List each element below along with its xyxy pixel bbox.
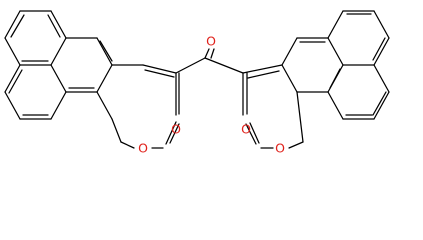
bond-42 [281,64,298,93]
ketone-oxygen-label: O [206,34,216,49]
bond-29 [210,48,215,59]
bond-23 [142,64,177,74]
bond-31 [165,121,177,145]
bond-30 [204,57,244,74]
bond-6 [10,14,25,38]
left-ring-oxygen-label: O [138,141,148,156]
chemical-structure: O O O O O [4,10,390,156]
bond-36 [96,91,113,120]
bond-35 [111,118,122,143]
bond-44 [327,37,344,66]
bond-12 [4,91,21,120]
bond-41 [281,37,298,66]
right-ring-oxygen-label: O [275,141,285,156]
bond-40 [247,70,280,79]
bond-7 [47,14,61,38]
bond-34 [120,141,135,149]
left-lactone-carbonyl-oxygen-label: O [171,122,181,137]
bond-24 [144,69,175,78]
bond-66 [296,91,304,143]
bond-62 [245,123,257,145]
bond-3 [50,37,67,66]
bond-2 [50,10,67,39]
atom-labels: O O O O O [138,34,285,156]
bond-13 [4,64,21,93]
bond-28 [204,48,210,59]
bond-55 [372,37,386,61]
bond-48 [329,68,341,89]
bond-15 [8,69,23,94]
bond-20 [99,40,113,62]
bond-51 [373,10,390,39]
bond-5 [4,37,21,66]
bond-18 [96,64,113,93]
bond-9 [50,64,67,93]
bond-63 [249,122,260,144]
bond-57 [373,91,390,120]
bond-0 [4,10,21,39]
right-lactone-carbonyl-oxygen-label: O [241,122,251,137]
bond-52 [373,37,390,66]
bond-39 [242,64,283,74]
bond-27 [175,57,206,74]
bond-65 [288,141,304,149]
bond-60 [372,91,387,116]
bond-lines [4,10,390,149]
bond-17 [96,37,113,66]
bond-59 [327,91,344,120]
bond-32 [169,123,180,144]
bond-49 [327,10,344,39]
bond-56 [373,64,390,93]
bond-10 [50,91,67,120]
